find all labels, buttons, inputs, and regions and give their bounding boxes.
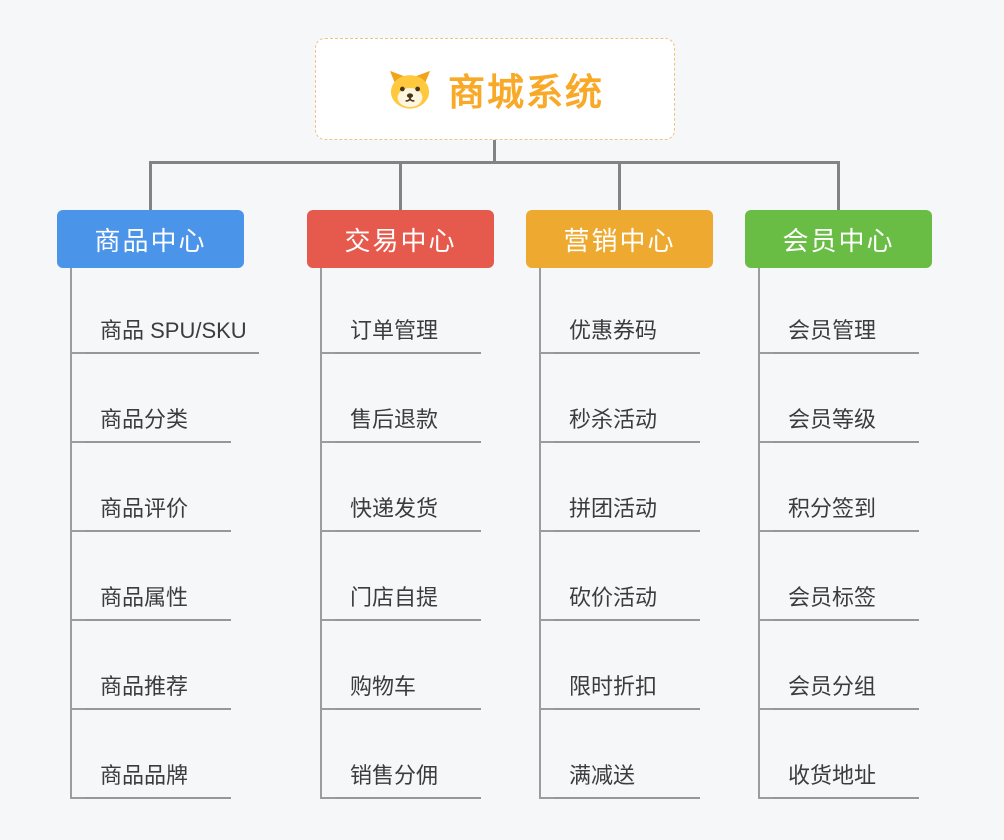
child-connector-line xyxy=(758,530,773,532)
child-connector-line xyxy=(539,619,554,621)
child-connector-line xyxy=(758,797,773,799)
branch-node[interactable]: 会员中心 xyxy=(745,210,932,268)
child-node[interactable]: 会员分组 xyxy=(773,672,919,710)
child-node[interactable]: 销售分佣 xyxy=(335,761,481,799)
child-node[interactable]: 砍价活动 xyxy=(554,583,700,621)
child-connector-line xyxy=(70,441,85,443)
child-node[interactable]: 积分签到 xyxy=(773,494,919,532)
child-connector-line xyxy=(539,441,554,443)
child-connector-line xyxy=(539,352,554,354)
child-node[interactable]: 优惠券码 xyxy=(554,316,700,354)
child-connector-line xyxy=(320,352,335,354)
child-connector-line xyxy=(758,708,773,710)
child-node[interactable]: 商品属性 xyxy=(85,583,231,621)
branch-node[interactable]: 商品中心 xyxy=(57,210,244,268)
branch-spine-line xyxy=(70,268,72,799)
child-node[interactable]: 商品分类 xyxy=(85,405,231,443)
child-node[interactable]: 购物车 xyxy=(335,672,481,710)
child-node[interactable]: 商品评价 xyxy=(85,494,231,532)
child-node[interactable]: 商品推荐 xyxy=(85,672,231,710)
dog-icon xyxy=(386,68,434,110)
child-node[interactable]: 限时折扣 xyxy=(554,672,700,710)
branch-drop-connector-line xyxy=(837,161,840,210)
child-node[interactable]: 会员等级 xyxy=(773,405,919,443)
root-connector-line xyxy=(493,140,496,164)
child-connector-line xyxy=(70,797,85,799)
child-connector-line xyxy=(320,441,335,443)
child-connector-line xyxy=(320,708,335,710)
child-connector-line xyxy=(320,530,335,532)
branch-spine-line xyxy=(320,268,322,799)
child-node[interactable]: 拼团活动 xyxy=(554,494,700,532)
branch-bus-connector-line xyxy=(149,161,840,164)
branch-drop-connector-line xyxy=(618,161,621,210)
child-connector-line xyxy=(758,441,773,443)
child-node[interactable]: 满减送 xyxy=(554,761,700,799)
branch-node[interactable]: 交易中心 xyxy=(307,210,494,268)
child-connector-line xyxy=(70,708,85,710)
child-node[interactable]: 售后退款 xyxy=(335,405,481,443)
child-connector-line xyxy=(70,619,85,621)
branch-spine-line xyxy=(539,268,541,799)
child-node[interactable]: 订单管理 xyxy=(335,316,481,354)
branch-node[interactable]: 营销中心 xyxy=(526,210,713,268)
branch-drop-connector-line xyxy=(399,161,402,210)
child-connector-line xyxy=(539,530,554,532)
child-node[interactable]: 商品 SPU/SKU xyxy=(85,316,259,354)
root-title: 商城系统 xyxy=(448,72,604,113)
branch-spine-line xyxy=(758,268,760,799)
child-node[interactable]: 秒杀活动 xyxy=(554,405,700,443)
child-connector-line xyxy=(320,797,335,799)
root-node[interactable]: 商城系统 xyxy=(315,38,675,140)
child-node[interactable]: 商品品牌 xyxy=(85,761,231,799)
child-node[interactable]: 快递发货 xyxy=(335,494,481,532)
child-node[interactable]: 会员标签 xyxy=(773,583,919,621)
branch-drop-connector-line xyxy=(149,161,152,210)
child-connector-line xyxy=(320,619,335,621)
child-node[interactable]: 会员管理 xyxy=(773,316,919,354)
child-connector-line xyxy=(539,708,554,710)
child-node[interactable]: 门店自提 xyxy=(335,583,481,621)
child-node[interactable]: 收货地址 xyxy=(773,761,919,799)
child-connector-line xyxy=(758,352,773,354)
child-connector-line xyxy=(758,619,773,621)
child-connector-line xyxy=(539,797,554,799)
child-connector-line xyxy=(70,530,85,532)
child-connector-line xyxy=(70,352,85,354)
